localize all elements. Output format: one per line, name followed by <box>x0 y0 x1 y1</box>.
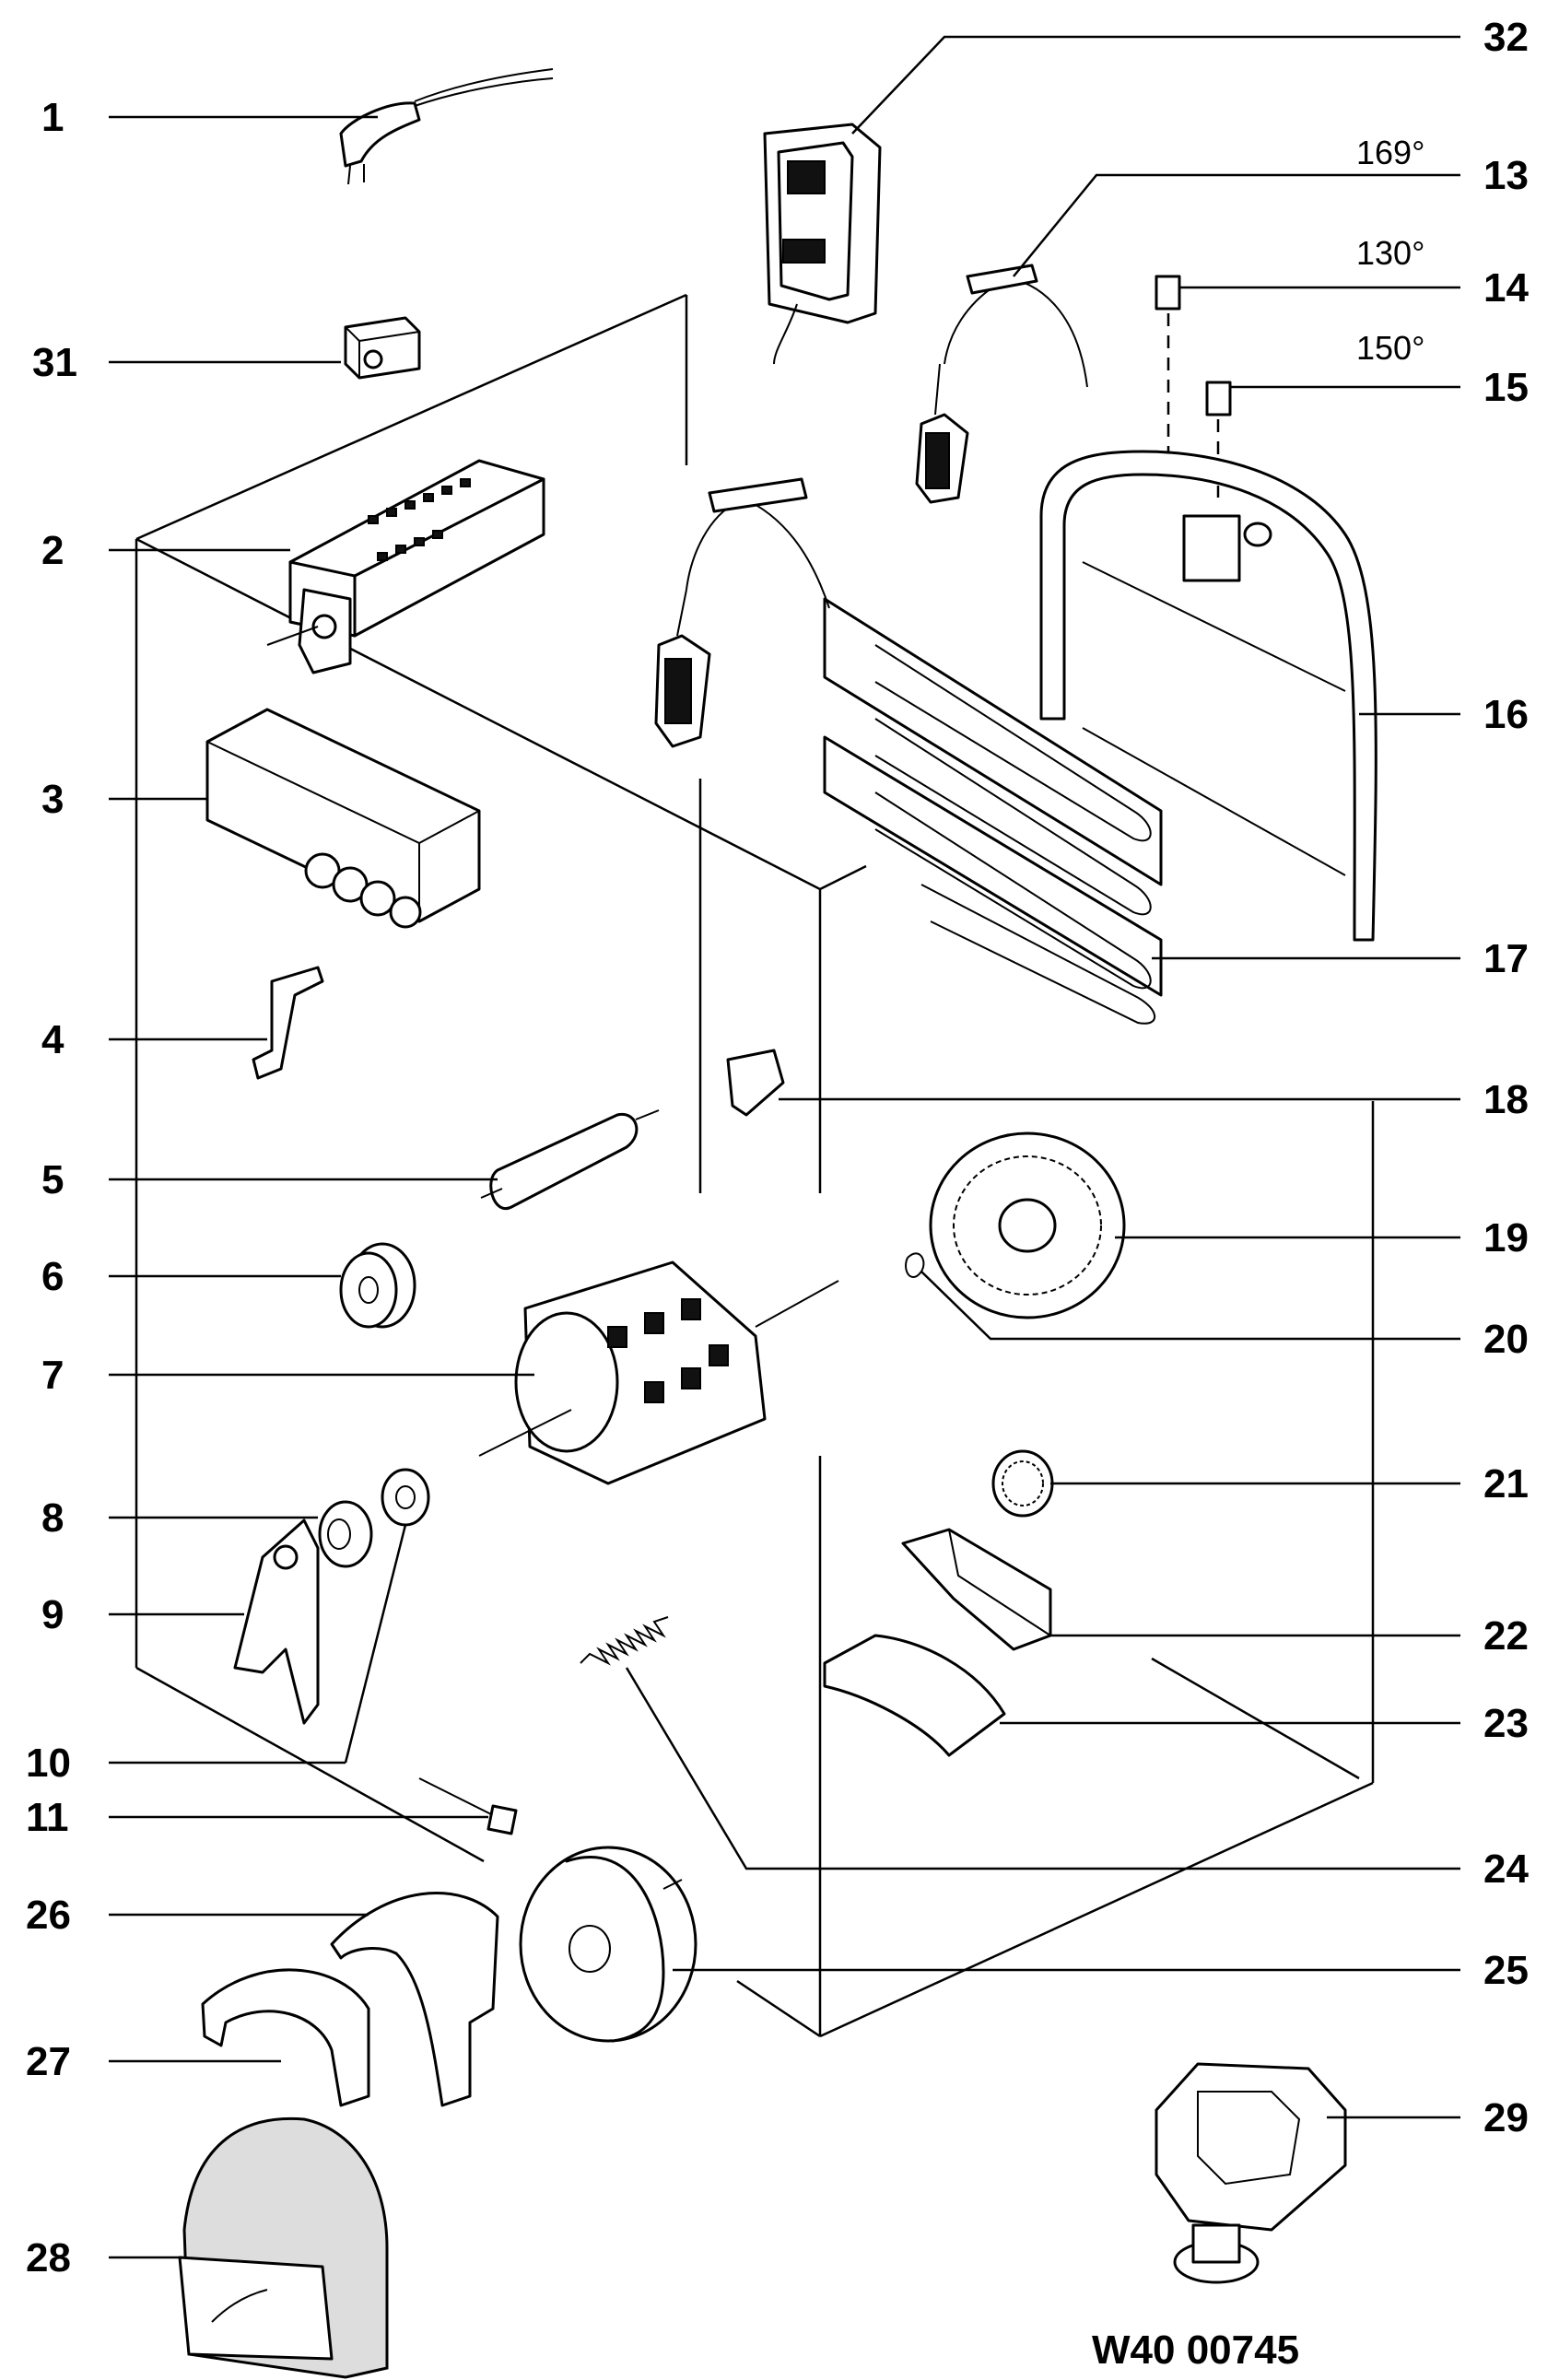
connector-block-part <box>344 316 421 380</box>
callout-8: 8 <box>41 1495 64 1541</box>
temperature-130: 130° <box>1356 234 1424 272</box>
fan-housing-part <box>330 1892 499 2107</box>
callout-14: 14 <box>1483 265 1529 311</box>
callout-18: 18 <box>1483 1077 1529 1122</box>
thermostat-harness-13-part <box>915 264 1088 504</box>
callout-9: 9 <box>41 1592 64 1637</box>
callout-26: 26 <box>26 1893 71 1938</box>
callout-2: 2 <box>41 528 64 573</box>
callout-31: 31 <box>32 340 77 385</box>
callout-29: 29 <box>1483 2095 1529 2140</box>
bearing-part <box>318 1500 373 1568</box>
control-panel-part <box>266 459 545 674</box>
leader-lines <box>109 35 1460 2259</box>
callout-17: 17 <box>1483 936 1529 981</box>
heating-element-part <box>823 597 1163 1025</box>
callout-7: 7 <box>41 1353 64 1398</box>
drum-fan-part <box>519 1846 697 2043</box>
callout-23: 23 <box>1483 1701 1529 1746</box>
callout-10: 10 <box>26 1741 71 1786</box>
callout-3: 3 <box>41 777 64 822</box>
callout-32: 32 <box>1483 15 1529 60</box>
thermostat-15-part <box>1205 381 1232 498</box>
tension-spring-part <box>580 1616 669 1666</box>
terminal-part <box>726 1049 785 1117</box>
pump-part <box>1155 2062 1347 2284</box>
callout-27: 27 <box>26 2039 71 2084</box>
lint-filter-part <box>178 2116 389 2379</box>
callout-21: 21 <box>1483 1461 1529 1507</box>
electronic-module-part <box>763 123 882 365</box>
heater-harness-part <box>654 477 830 748</box>
pulley-part <box>339 1242 416 1329</box>
callout-22: 22 <box>1483 1613 1529 1659</box>
callout-6: 6 <box>41 1254 64 1299</box>
seal-part <box>823 1634 1006 1757</box>
temperature-169: 169° <box>1356 134 1424 171</box>
callout-15: 15 <box>1483 365 1529 410</box>
callout-1: 1 <box>41 95 64 140</box>
callout-4: 4 <box>41 1017 64 1062</box>
drawing-code: W40 00745 <box>1092 2327 1299 2373</box>
callout-19: 19 <box>1483 1215 1529 1260</box>
motor-bracket-part <box>233 1518 320 1725</box>
motor-part <box>478 1260 839 1485</box>
cabinet-outline <box>135 293 1375 2038</box>
heater-frame-part <box>1039 450 1377 942</box>
thermostat-14-part <box>1155 275 1181 470</box>
mains-cable-part <box>339 68 554 185</box>
temperature-150: 150° <box>1356 329 1424 367</box>
washer-part <box>381 1468 430 1527</box>
callout-20: 20 <box>1483 1317 1529 1362</box>
callout-25: 25 <box>1483 1948 1529 1993</box>
small-impeller-part <box>991 1449 1054 1518</box>
callout-24: 24 <box>1483 1847 1529 1892</box>
callout-11: 11 <box>26 1795 69 1840</box>
callout-28: 28 <box>26 2235 71 2280</box>
fan-cover-part <box>201 1968 370 2107</box>
fan-wheel-part <box>929 1131 1126 1319</box>
callout-5: 5 <box>41 1157 64 1202</box>
capacitor-part <box>480 1109 660 1211</box>
screw-part <box>418 1777 518 1835</box>
spring-clip-part <box>905 1252 925 1278</box>
door-lever-part <box>252 966 324 1080</box>
drive-block-part <box>901 1528 1052 1651</box>
programme-selector-part <box>205 708 481 929</box>
callout-13: 13 <box>1483 153 1529 198</box>
callout-16: 16 <box>1483 692 1529 737</box>
